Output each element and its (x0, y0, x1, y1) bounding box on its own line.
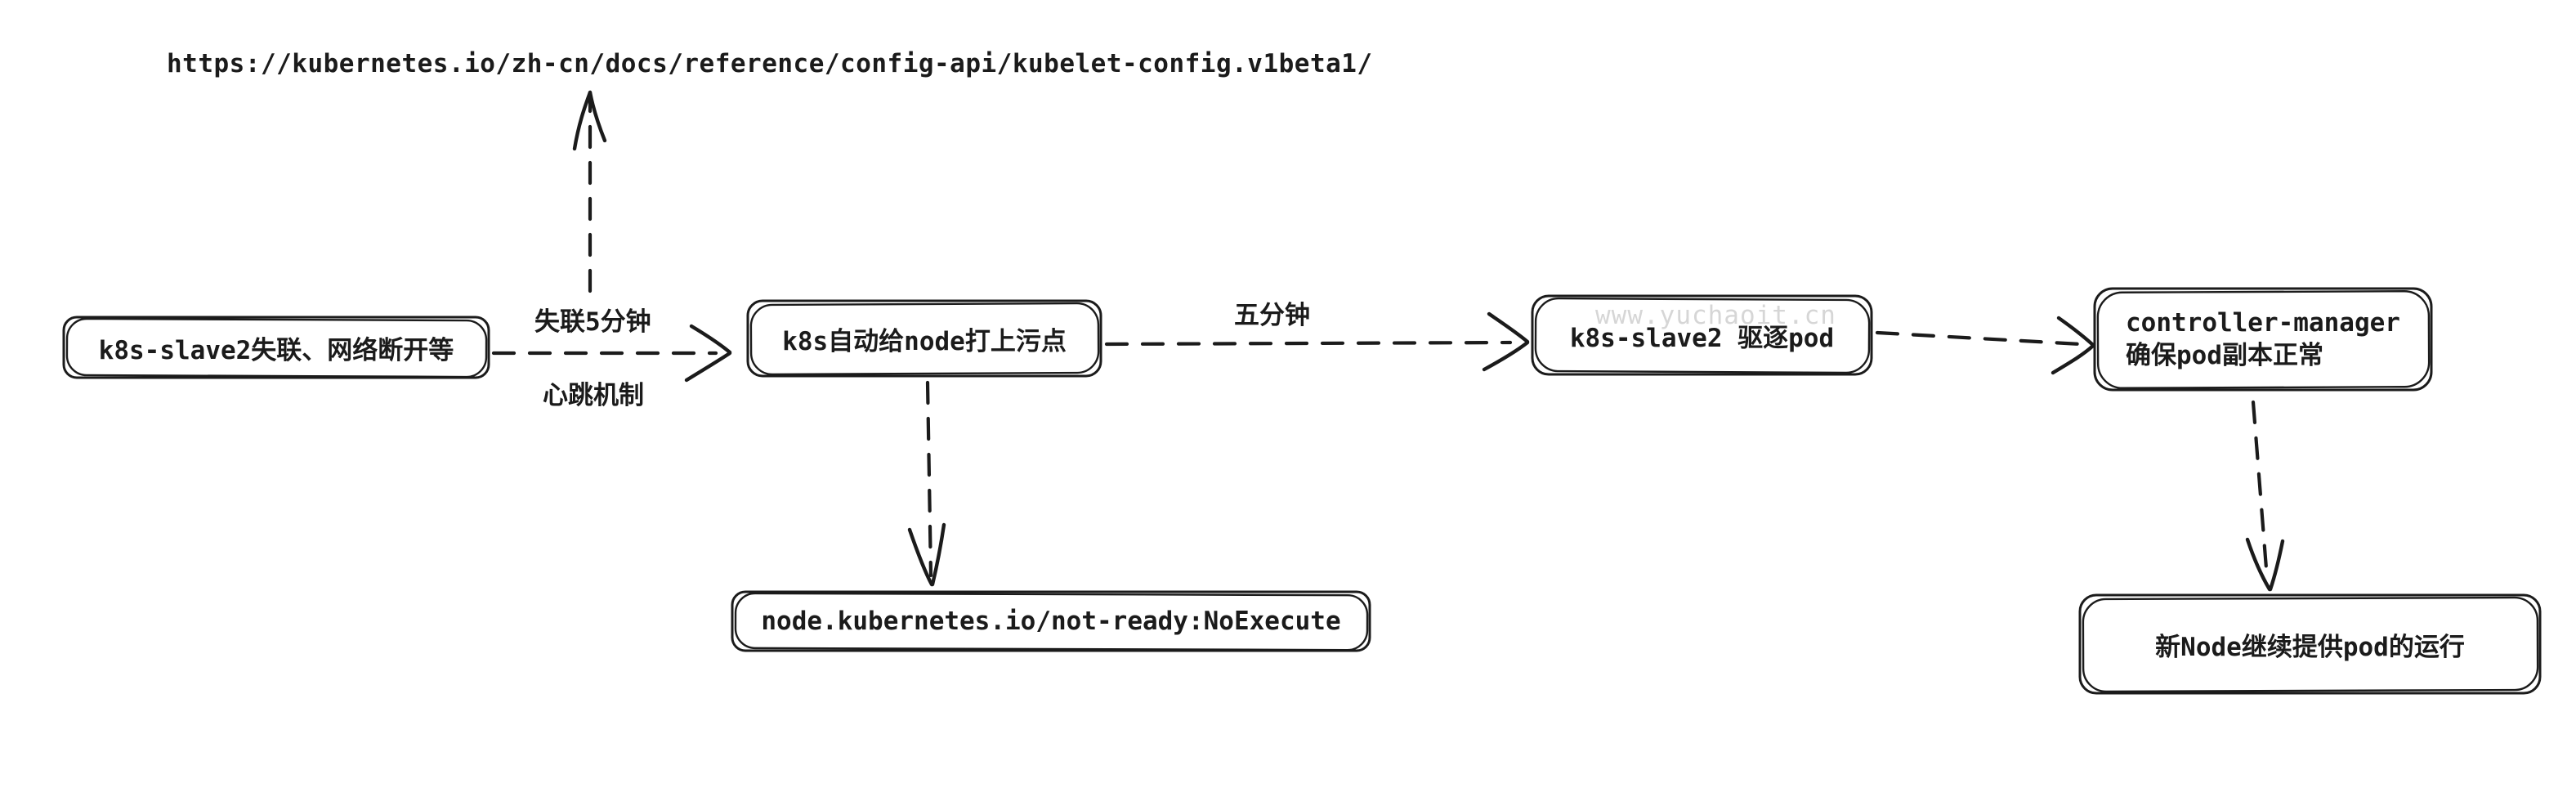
edge-controller-to-newnode (2245, 400, 2285, 592)
arrowhead (588, 90, 607, 143)
node-box-controller-manager (2093, 287, 2433, 392)
arrowhead (907, 527, 934, 587)
node-box-evict (1531, 294, 1873, 376)
node-label-controller-manager: controller-manager 确保pod副本正常 (2095, 289, 2431, 390)
node-label-noexecute: node.kubernetes.io/not-ready:NoExecute (761, 607, 1341, 636)
arrowhead (2268, 539, 2285, 592)
box-outline-sketch (65, 317, 488, 378)
edge-line (925, 380, 933, 578)
arrowhead (684, 351, 732, 383)
box-outline (2078, 593, 2542, 695)
edge-taint-to-evict (1104, 311, 1530, 372)
box-outline (731, 590, 1371, 652)
node-box-new-node (2078, 593, 2542, 695)
edge-evict-to-controller (1875, 316, 2095, 375)
arrowhead (2245, 537, 2272, 592)
box-outline-sketch (1534, 297, 1871, 374)
node-label-taint: k8s自动给node打上污点 (782, 326, 1067, 356)
arrowhead (572, 90, 593, 151)
edge-label-lost-contact: 失联5分钟 (534, 307, 651, 337)
node-label-evict: k8s-slave2 驱逐pod (1569, 323, 1835, 353)
arrowhead (1487, 311, 1530, 344)
edge-failure-to-taint (491, 324, 732, 383)
node-label-failure: k8s-slave2失联、网络断开等 (98, 335, 454, 365)
controller-manager-line2: 确保pod副本正常 (2126, 341, 2323, 370)
edge-label-to-url (572, 90, 607, 293)
arrowhead (2056, 316, 2095, 347)
arrowhead (930, 522, 946, 587)
box-outline (2093, 287, 2433, 392)
node-box-taint (746, 299, 1102, 378)
box-outline-sketch (2082, 596, 2539, 693)
node-box-failure (62, 316, 490, 379)
node-box-noexecute (731, 590, 1371, 652)
watermark-text: www.yuchaoit.cn (1595, 301, 1836, 330)
edge-label-five-minutes: 五分钟 (1234, 301, 1310, 330)
box-outline-sketch (2096, 290, 2431, 389)
edge-label-heartbeat: 心跳机制 (543, 381, 644, 410)
edge-line (1104, 340, 1513, 347)
box-outline (1531, 294, 1873, 376)
box-outline (62, 316, 490, 379)
box-outline (746, 299, 1102, 378)
arrowhead (2051, 343, 2095, 375)
edge-line (2251, 400, 2270, 581)
box-outline-sketch (749, 302, 1100, 376)
node-label-new-node: 新Node继续提供pod的运行 (2155, 632, 2465, 662)
controller-manager-line1: controller-manager (2126, 308, 2400, 338)
box-outline-sketch (734, 592, 1369, 651)
edge-line (1875, 330, 2083, 347)
arrowhead (689, 324, 732, 355)
arrowhead (1482, 340, 1530, 372)
edge-taint-to-noexecute (907, 380, 946, 587)
reference-url: https://kubernetes.io/zh-cn/docs/referen… (167, 49, 1373, 78)
